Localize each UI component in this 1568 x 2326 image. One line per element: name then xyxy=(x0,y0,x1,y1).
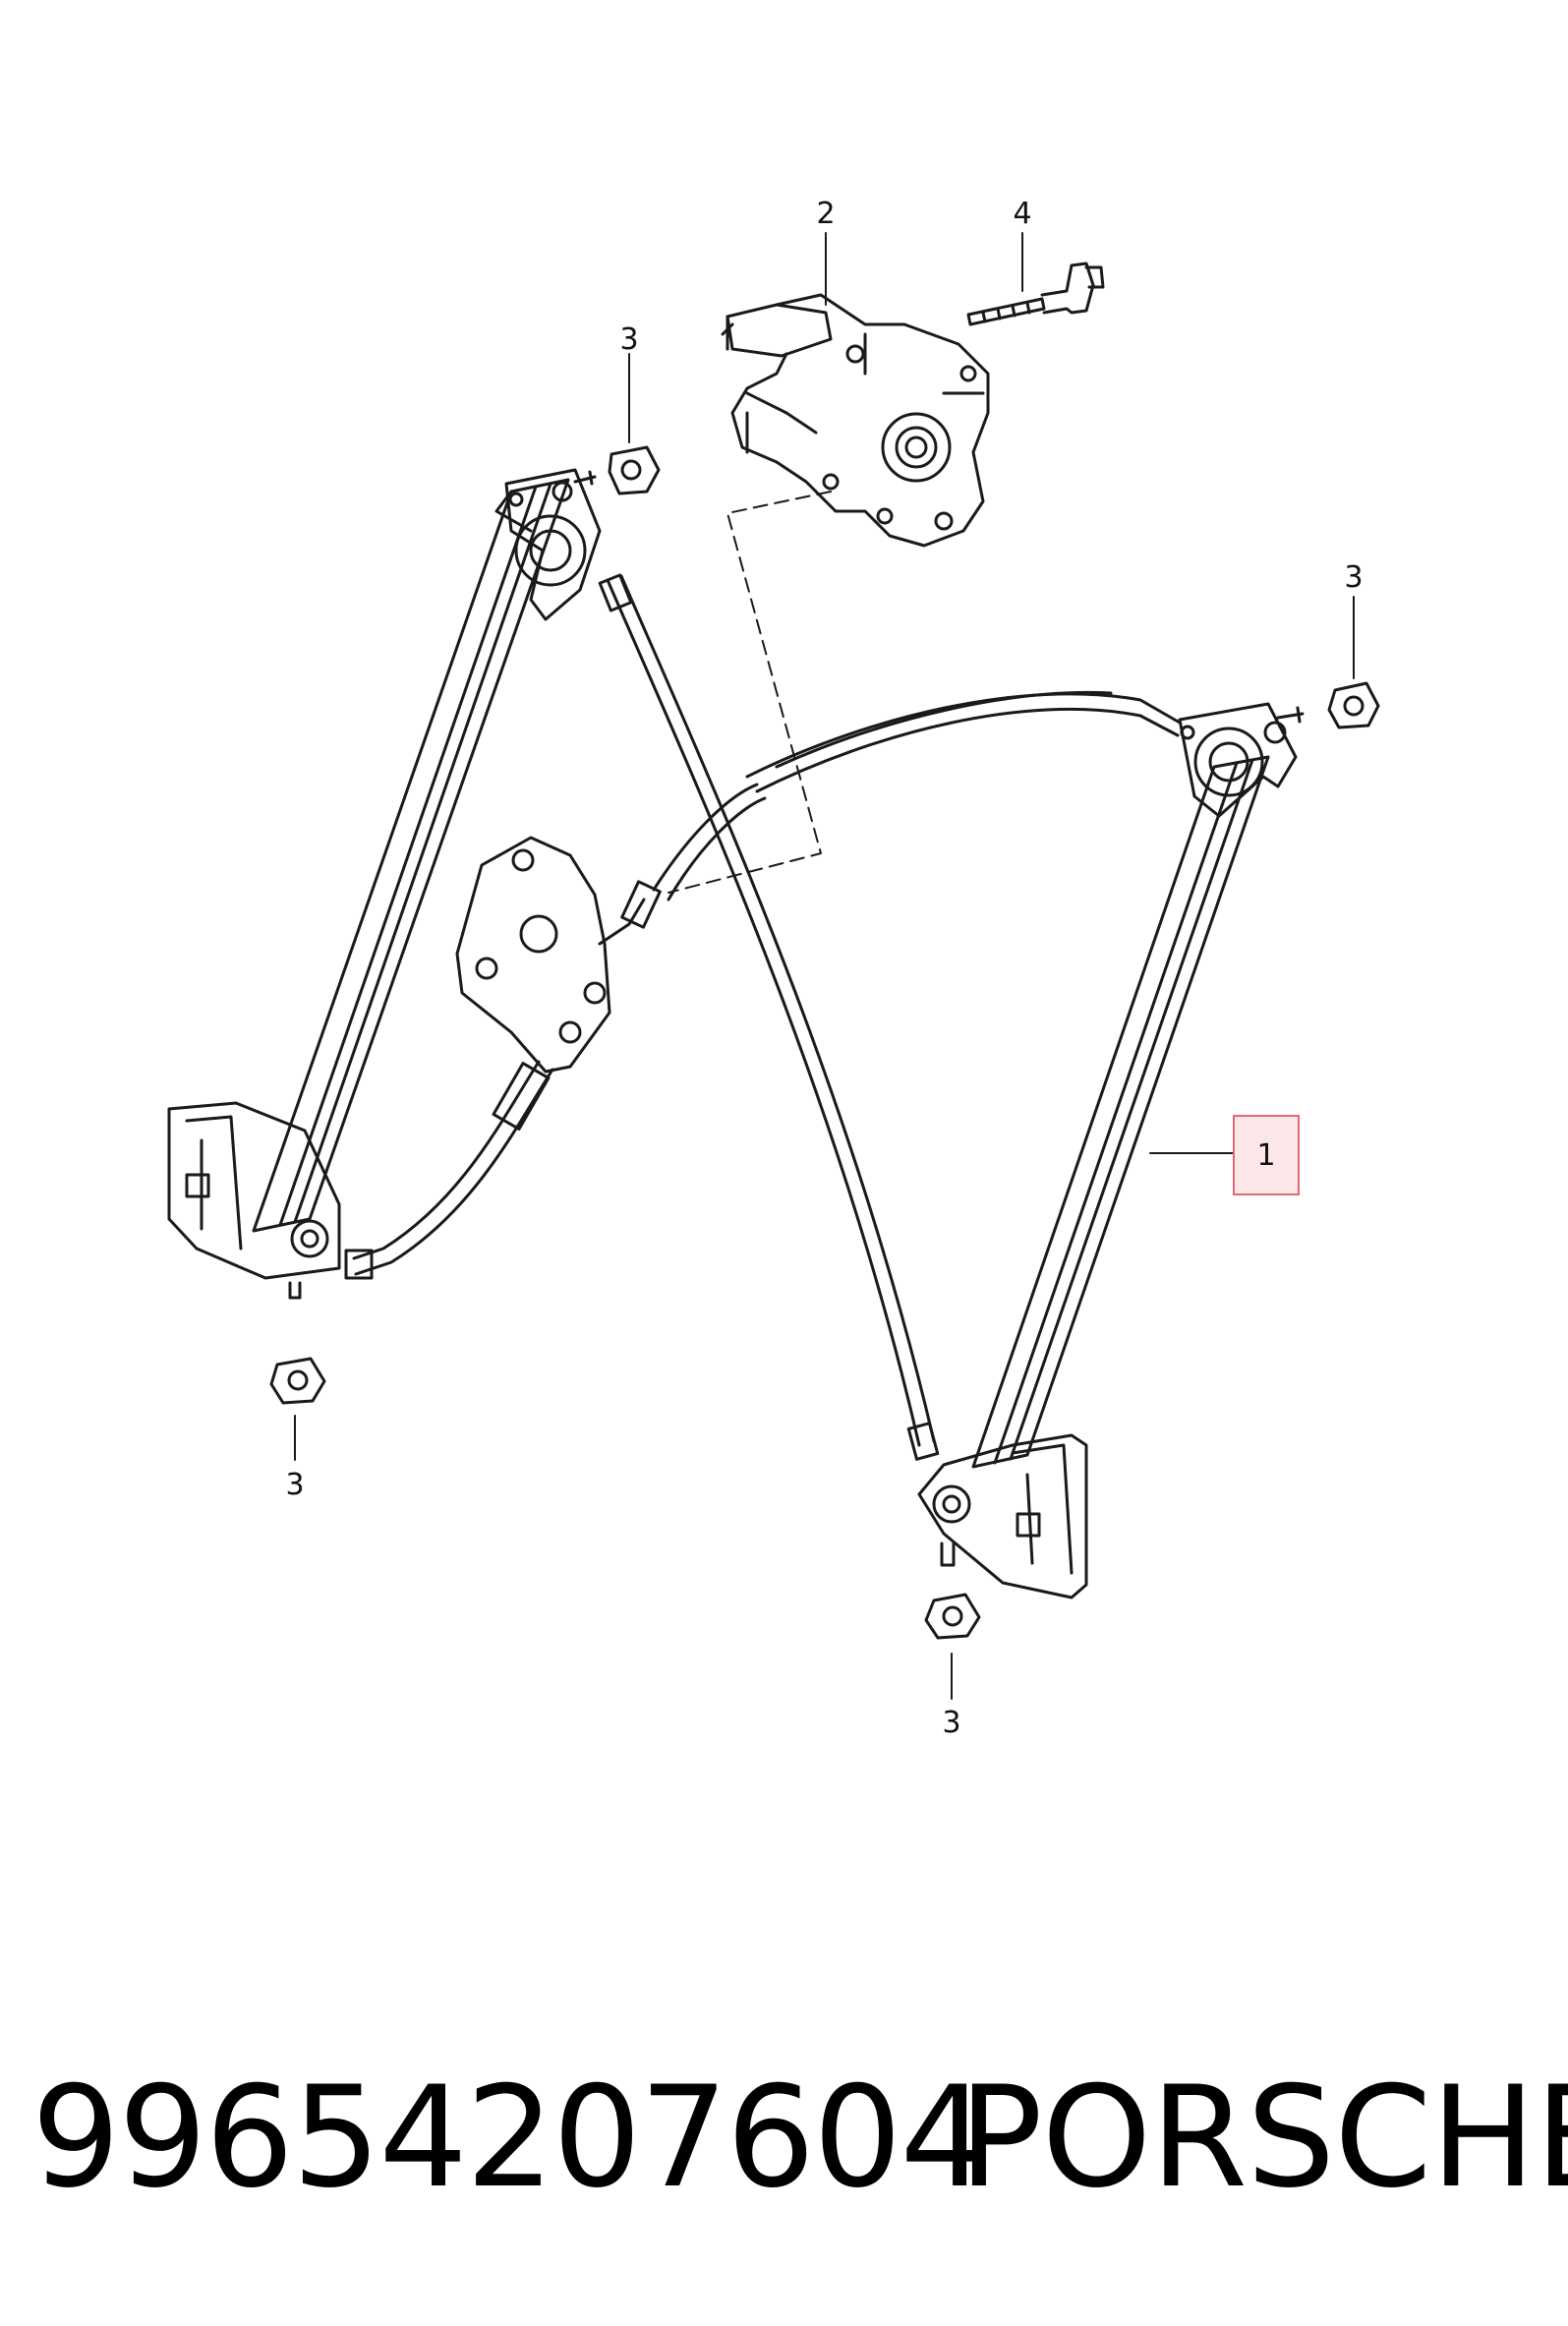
window-regulator-assembly xyxy=(167,468,1305,1599)
mounting-bolt xyxy=(966,262,1105,326)
callout-3-bottom-left: 3 xyxy=(285,1468,304,1502)
callout-4: 4 xyxy=(1013,197,1031,231)
callout-2: 2 xyxy=(816,197,835,231)
right-lower-slider xyxy=(917,1433,1088,1599)
left-lower-slider xyxy=(167,1101,341,1300)
part-number: 99654207604 xyxy=(31,2057,989,2219)
callout-3-bottom-right: 3 xyxy=(942,1706,960,1740)
nut-bottom-left xyxy=(269,1357,326,1405)
callout-1: 1 xyxy=(1256,1138,1275,1173)
callout-3-top-left: 3 xyxy=(619,322,638,357)
cable-drive-bracket xyxy=(455,836,662,1074)
nut-top-right xyxy=(1327,681,1380,729)
left-top-pulley xyxy=(504,468,602,621)
right-top-pulley xyxy=(1178,702,1305,818)
upper-cable-conduit xyxy=(652,690,1182,901)
regulator-cable xyxy=(598,573,940,1461)
callout-1-highlight xyxy=(1233,1115,1300,1195)
lower-cable-conduit xyxy=(344,1060,554,1280)
left-guide-rail xyxy=(252,478,570,1233)
leader-lines xyxy=(294,232,1355,1700)
window-motor xyxy=(721,293,990,548)
callout-3-top-right: 3 xyxy=(1344,560,1363,595)
right-guide-rail xyxy=(971,755,1270,1469)
nut-top-left xyxy=(608,445,661,495)
nut-bottom-right xyxy=(924,1593,981,1640)
brand-name: PORSCHE xyxy=(958,2057,1568,2219)
